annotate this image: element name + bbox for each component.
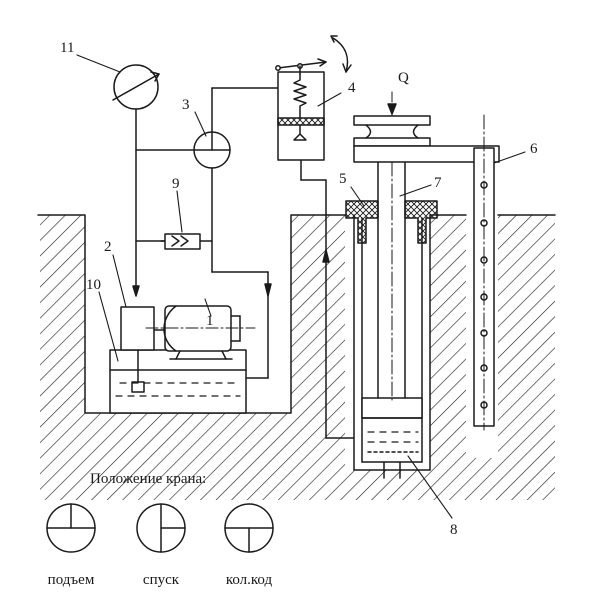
check-valve [164,233,201,250]
label-check-valve: 9 [172,176,180,192]
oil-tank [109,349,247,414]
label-distribution-valve: 3 [182,97,190,113]
legend-title: Положение крана: [90,471,206,487]
safety-valve [275,35,352,161]
label-safety-valve: 4 [348,80,356,96]
plunger-rod [377,139,406,401]
label-plunger: 8 [450,522,458,538]
label-plunger-rod: 7 [434,175,442,191]
legend-caption-lower: спуск [143,572,180,588]
label-pressure-gauge: 11 [60,40,74,56]
valve-position-lift [46,503,96,553]
label-travel-indicator: 6 [530,141,538,157]
stuffing-box [345,200,438,244]
label-oil-tank: 10 [86,277,101,293]
pressure-gauge [112,64,160,297]
rod-clamp [353,91,431,147]
legend-caption-lift: подъем [48,572,95,588]
distribution-valve [193,131,231,169]
legend-caption-stroke: кол.код [226,572,273,588]
label-pump: 2 [104,239,112,255]
label-flow: Q [398,70,409,86]
valve-position-legend: Положение крана: подъем спуск кол.код [48,471,273,588]
part-labels: 1 2 3 4 5 6 7 8 9 10 11 Q [60,40,538,538]
travel-indicator [353,114,500,431]
plunger-head [361,397,423,419]
valve-position-lower [136,503,186,553]
label-stuffing-box: 5 [339,171,347,187]
leader-lines [76,54,526,519]
valve-position-stroke [224,503,274,553]
label-motor: 1 [206,313,214,329]
pump-motor-unit [120,305,256,383]
